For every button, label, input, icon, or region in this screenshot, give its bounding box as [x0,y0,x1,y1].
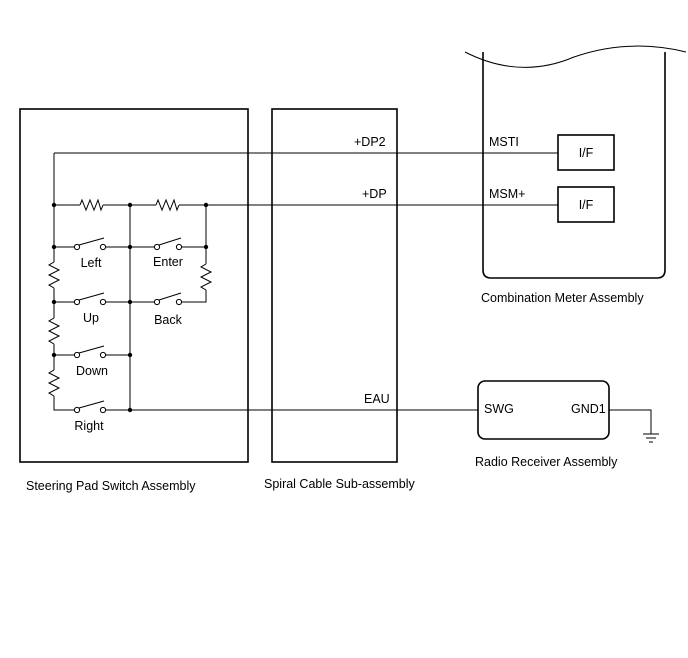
wire-gnd1 [609,409,652,434]
label-switch-down: Down [76,364,108,378]
label-msti: MSTI [489,135,519,149]
label-switch-left: Left [81,256,102,270]
label-switch-enter: Enter [153,255,183,269]
title-spiral-cable: Spiral Cable Sub-assembly [264,477,416,491]
title-steering-pad: Steering Pad Switch Assembly [26,479,196,493]
label-switch-back: Back [154,313,183,327]
resistor-6 [199,263,213,291]
label-if-top: I/F [579,146,594,160]
label-eau: EAU [364,392,390,406]
switch-right [73,400,107,414]
label-switch-up: Up [83,311,99,325]
label-if-bottom: I/F [579,198,594,212]
resistor-2 [155,198,180,212]
meter-break-line [464,45,687,68]
combination-meter-box [482,52,666,279]
label-switch-right: Right [74,419,104,433]
label-gnd1: GND1 [571,402,606,416]
label-swg: SWG [484,402,514,416]
title-radio-receiver: Radio Receiver Assembly [475,455,618,469]
right-rail-bottom [182,290,207,303]
switch-left [73,237,107,251]
resistor-5 [47,369,61,397]
label-dp2: +DP2 [354,135,386,149]
switch-up [73,292,107,306]
title-combination-meter: Combination Meter Assembly [481,291,644,305]
label-dp: +DP [362,187,387,201]
switch-down [73,345,107,359]
label-msm: MSM+ [489,187,525,201]
switch-enter [153,237,183,251]
ground-icon [643,433,659,443]
resistor-1 [79,198,104,212]
switch-back [153,292,183,306]
steering-pad-box [19,108,249,463]
resistor-4 [47,317,61,345]
junction-dots [51,202,209,413]
resistor-3 [47,261,61,289]
spiral-cable-box [271,108,398,463]
left-rail-bottom [53,396,74,411]
